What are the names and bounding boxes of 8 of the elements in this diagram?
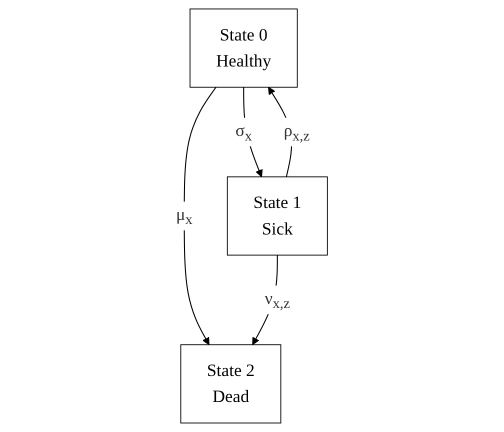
node-box: State 2 Dead: [180, 344, 282, 424]
edge-label: ρ$_{x,z}$: [284, 121, 310, 144]
node-box: State 0 Healthy: [190, 8, 298, 88]
edge-label: σ$_{x}$: [236, 121, 252, 144]
edge-label: μ$_{x}$: [176, 205, 193, 228]
node-box: State 1 Sick: [227, 176, 328, 256]
edge-label: ν$_{x,z}$: [265, 289, 290, 312]
arrow: [184, 86, 217, 346]
